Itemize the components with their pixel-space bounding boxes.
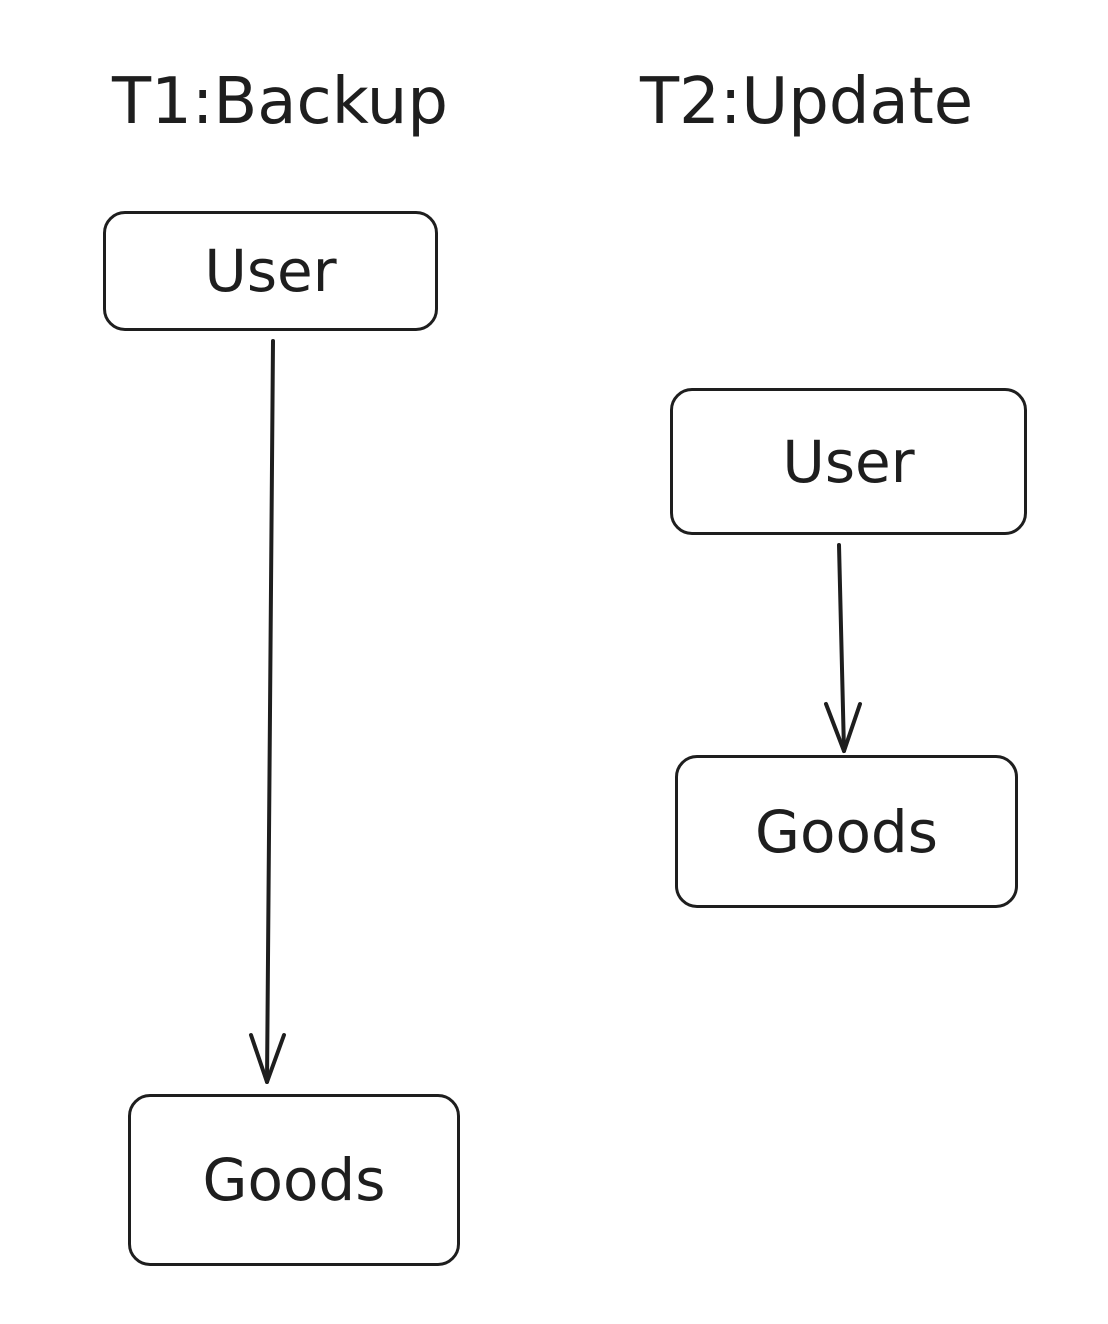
node-label: Goods xyxy=(755,797,938,866)
edge-t2-user-to-goods xyxy=(824,543,862,753)
node-label: User xyxy=(204,237,337,305)
node-label: User xyxy=(782,427,915,496)
title-t2: T2:Update xyxy=(640,65,974,139)
node-t2-goods[interactable]: Goods xyxy=(675,755,1018,908)
edge-line xyxy=(265,339,275,1084)
arrowhead-icon xyxy=(249,1033,286,1084)
title-t1: T1:Backup xyxy=(112,65,448,139)
node-t1-goods[interactable]: Goods xyxy=(128,1094,460,1266)
node-t2-user[interactable]: User xyxy=(670,388,1027,535)
node-label: Goods xyxy=(202,1146,386,1214)
node-t1-user[interactable]: User xyxy=(103,211,438,331)
arrowhead-icon xyxy=(824,702,862,753)
edge-line xyxy=(837,543,846,753)
edge-t1-user-to-goods xyxy=(249,339,286,1084)
